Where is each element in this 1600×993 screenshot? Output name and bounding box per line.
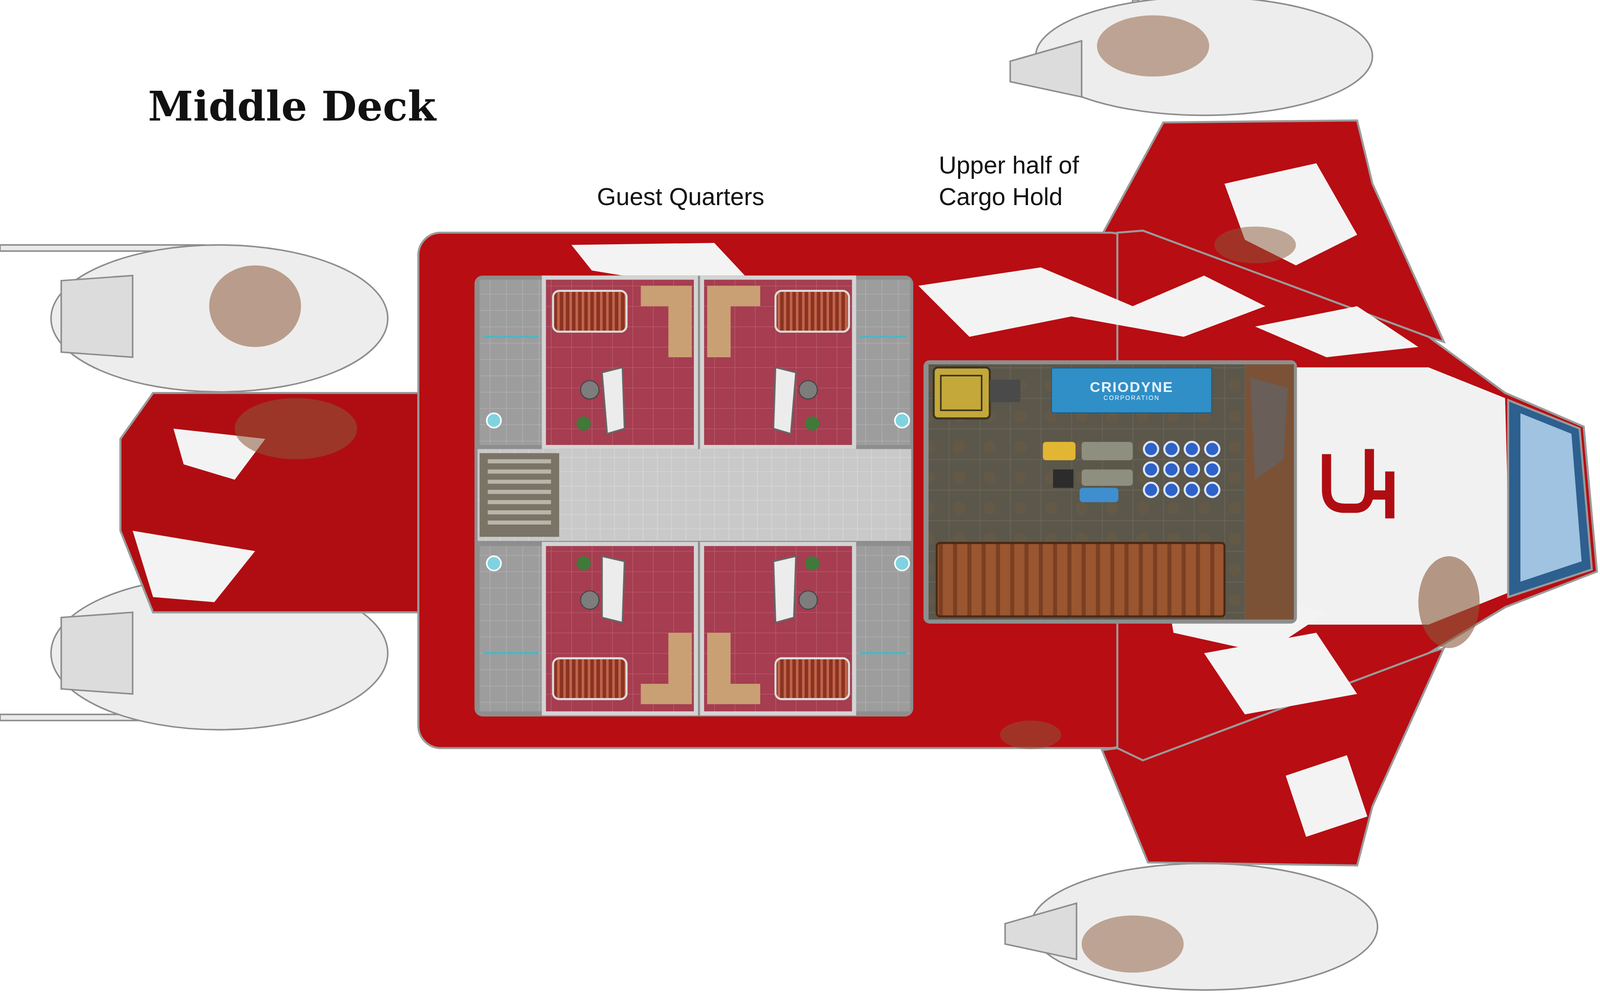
guest-quarters <box>474 275 914 717</box>
cargo-hold <box>923 360 1298 624</box>
hull <box>120 120 1597 866</box>
cargo-container: CRIODYNECORPORATION <box>1051 367 1213 414</box>
paint-weathering <box>132 163 1480 837</box>
brand-subtitle: CORPORATION <box>1103 394 1161 403</box>
deck-title: Middle Deck <box>148 81 436 130</box>
hull-logo <box>1326 448 1390 519</box>
area-label: Upper half of Cargo Hold <box>938 149 1121 213</box>
brand-name: CRIODYNE <box>1089 378 1174 395</box>
area-label: Guest Quarters <box>596 180 765 213</box>
